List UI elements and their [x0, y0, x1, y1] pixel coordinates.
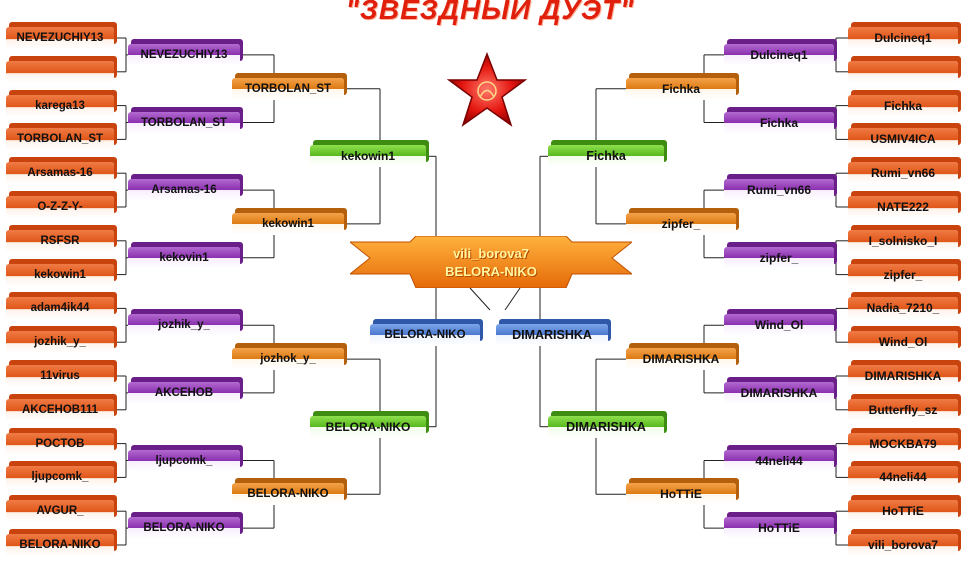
right-round1-entry: Wind_Ol: [848, 331, 958, 354]
right-round2-entry: Fichka: [724, 111, 834, 134]
right-round1-entry: 44neli44: [848, 466, 958, 489]
left-round3-entry: TORBOLAN_ST: [232, 77, 344, 100]
right-round1-entry: NATE222: [848, 196, 958, 218]
left-round1-entry: NEVEZUCHIY13: [6, 27, 114, 49]
left-round1-entry: AKCEHOB111: [6, 398, 114, 421]
left-round1-entry: jozhik_y_: [6, 331, 114, 354]
left-round2-entry: BELORA-NIKO: [128, 517, 240, 540]
left-round1-entry: RSFSR: [6, 229, 114, 252]
left-round1-entry: [6, 60, 114, 83]
left-round2-entry: NEVEZUCHIY13: [128, 43, 240, 66]
left-round1-entry: O-Z-Z-Y-: [6, 196, 114, 218]
left-round2-entry: AKCEHOB: [128, 381, 240, 404]
right-round1-entry: Rumi_vn66: [848, 162, 958, 185]
right-round1-entry: DIMARISHKA: [848, 365, 958, 387]
final-bottom-label: BELORA-NIKO: [445, 264, 537, 279]
left-round1-entry: adam4ik44: [6, 297, 114, 320]
left-round1-entry: TORBOLAN_ST: [6, 128, 114, 151]
right-round1-entry: HoTTiE: [848, 500, 958, 523]
right-round2-entry: zipfer_: [724, 246, 834, 269]
right-round1-entry: zipfer_: [848, 263, 958, 286]
left-round1-entry: Arsamas-16: [6, 162, 114, 185]
right-round3-entry: HoTTiE: [626, 483, 736, 506]
left-round3-entry: BELORA-NIKO: [232, 483, 344, 506]
left-round1-entry: POCTOB: [6, 432, 114, 455]
right-semifinal-entry: DIMARISHKA: [496, 324, 608, 346]
right-round4-entry: DIMARISHKA: [548, 415, 664, 438]
bracket-connector: [469, 287, 491, 311]
left-round2-entry: TORBOLAN_ST: [128, 111, 240, 134]
left-round2-entry: jozhik_y_: [128, 314, 240, 337]
right-round2-entry: DIMARISHKA: [724, 381, 834, 404]
left-round1-entry: ljupcomk_: [6, 466, 114, 489]
right-round3-entry: zipfer_: [626, 212, 736, 235]
left-round1-entry: AVGUR_: [6, 500, 114, 523]
right-round1-entry: Butterfly_sz: [848, 398, 958, 421]
left-round4-entry: kekowin1: [310, 145, 426, 168]
right-round1-entry: USMIV4ICA: [848, 128, 958, 151]
left-round3-entry: jozhok_y_: [232, 348, 344, 371]
final-banner-ribbon-icon: [350, 236, 632, 288]
right-round1-entry: MOCKBA79: [848, 432, 958, 455]
left-round2-entry: kekovin1: [128, 246, 240, 269]
red-star-icon: [447, 52, 527, 127]
right-round1-entry: vili_borova7: [848, 534, 958, 556]
right-round3-entry: DIMARISHKA: [626, 348, 736, 371]
right-round3-entry: Fichka: [626, 77, 736, 100]
right-round4-entry: Fichka: [548, 145, 664, 168]
right-round2-entry: HoTTiE: [724, 517, 834, 540]
right-round1-entry: Fichka: [848, 94, 958, 117]
left-round4-entry: BELORA-NIKO: [310, 415, 426, 438]
left-round3-entry: kekowin1: [232, 212, 344, 235]
left-semifinal-entry: BELORA-NIKO: [370, 324, 480, 346]
final-banner: vili_borova7 BELORA-NIKO: [350, 236, 632, 288]
final-top-label: vili_borova7: [453, 246, 529, 261]
left-round1-entry: kekowin1: [6, 263, 114, 286]
right-round2-entry: Wind_Ol: [724, 314, 834, 337]
left-round1-entry: BELORA-NIKO: [6, 534, 114, 556]
left-round2-entry: Arsamas-16: [128, 179, 240, 202]
right-round1-entry: I_solnisko_I: [848, 229, 958, 252]
page-title: "ЗВЁЗДНЫЙ ДУЭТ": [345, 0, 635, 25]
right-round1-entry: Dulcineq1: [848, 27, 958, 49]
right-round2-entry: 44neli44: [724, 449, 834, 472]
left-round1-entry: karega13: [6, 94, 114, 117]
left-round1-entry: 11virus: [6, 365, 114, 387]
right-round1-entry: [848, 60, 958, 83]
right-round2-entry: Rumi_vn66: [724, 179, 834, 202]
right-round1-entry: Nadia_7210_: [848, 297, 958, 320]
right-round2-entry: Dulcineq1: [724, 43, 834, 66]
left-round2-entry: ljupcomk_: [128, 449, 240, 472]
bracket-connector: [504, 287, 521, 311]
